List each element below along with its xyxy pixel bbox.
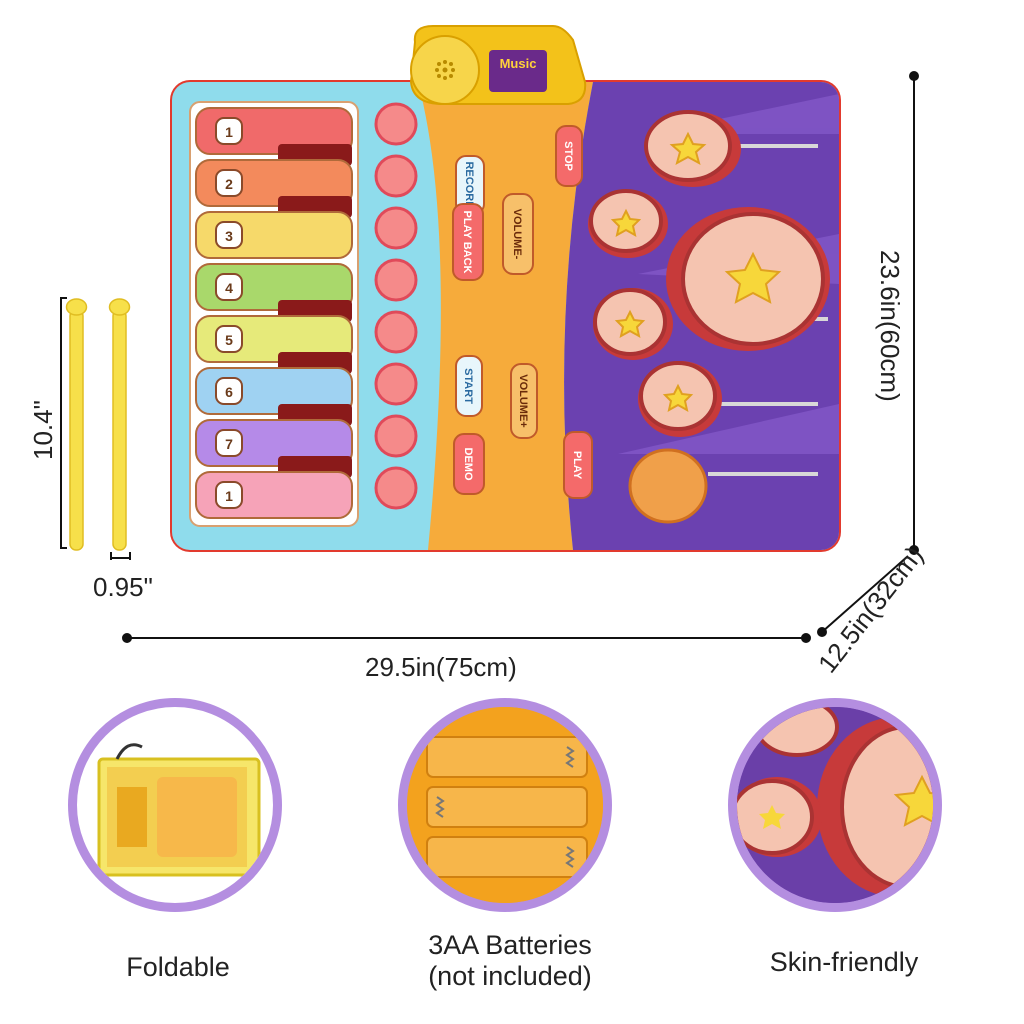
drum-kit [588, 110, 830, 524]
piano-key-number: 7 [225, 436, 233, 452]
instrument-button[interactable] [374, 414, 418, 458]
instrument-button[interactable] [374, 258, 418, 302]
feature-label-batteries-line2: (not included) [428, 961, 592, 991]
start-label: START [462, 368, 474, 404]
piano-key-number-badge [215, 221, 243, 249]
piano-key-number-badge [215, 377, 243, 405]
volume-up-button[interactable] [510, 363, 538, 439]
control-buttons: RECORE PLAY BACK START DEMO VOLUME- VOLUME+ ST… [452, 125, 593, 499]
length-label: 29.5in(75cm) [365, 652, 517, 682]
battery-compartment-icon [398, 698, 612, 912]
drum-sticks [60, 297, 131, 560]
stop-label: STOP [562, 141, 574, 171]
feature-label-foldable: Foldable [126, 952, 230, 982]
speaker-unit: Music [409, 25, 587, 105]
piano-key-number: 6 [225, 384, 233, 400]
start-button[interactable] [455, 355, 483, 417]
piano-key-number-badge [215, 117, 243, 145]
stick-width-label: 0.95" [93, 572, 153, 602]
instrument-button[interactable] [374, 310, 418, 354]
piano-key-number-badge [215, 429, 243, 457]
instrument-button[interactable] [374, 466, 418, 510]
piano-drum-mat: 1 2 3 4 5 6 7 1 [170, 80, 841, 552]
piano-key-number: 1 [225, 124, 233, 140]
feature-label-batteries: 3AA Batteries (not included) [380, 930, 640, 992]
piano-key-number: 3 [225, 228, 233, 244]
foldable-bag-icon [68, 698, 282, 912]
instrument-button[interactable] [374, 206, 418, 250]
play-back-button[interactable] [452, 203, 484, 281]
record-label: RECORE [463, 161, 475, 208]
instrument-button[interactable] [374, 154, 418, 198]
play-label: PLAY [571, 451, 583, 480]
stick-length-label: 10.4" [28, 400, 58, 460]
piano-key-number-badge [215, 481, 243, 509]
play-button[interactable] [563, 431, 593, 499]
height-label: 23.6in(60cm) [875, 250, 905, 402]
piano-keys: 1 2 3 4 5 6 7 1 [195, 107, 353, 519]
piano-key-number: 5 [225, 332, 233, 348]
piano-key-number-badge [215, 273, 243, 301]
play-back-label: PLAY BACK [461, 211, 473, 274]
piano-key-number-badge [215, 325, 243, 353]
piano-key-number: 1 [225, 488, 233, 504]
demo-label: DEMO [462, 448, 474, 481]
drum-closeup-icon [728, 698, 942, 912]
piano-key-number: 4 [225, 280, 233, 296]
piano-key-number-badge [215, 169, 243, 197]
instrument-button[interactable] [374, 102, 418, 146]
logo-text: Music [500, 56, 537, 71]
instrument-button[interactable] [374, 362, 418, 406]
feature-label-skin: Skin-friendly [769, 947, 919, 977]
volume-down-button[interactable] [502, 193, 534, 275]
volume-up-label: VOLUME+ [517, 374, 529, 427]
instrument-buttons [374, 102, 418, 510]
dimension-lines [122, 71, 919, 643]
piano-key-number: 2 [225, 176, 233, 192]
volume-down-label: VOLUME- [511, 209, 523, 260]
stop-button[interactable] [555, 125, 583, 187]
demo-button[interactable] [453, 433, 485, 495]
feature-label-batteries-line1: 3AA Batteries [428, 930, 592, 960]
